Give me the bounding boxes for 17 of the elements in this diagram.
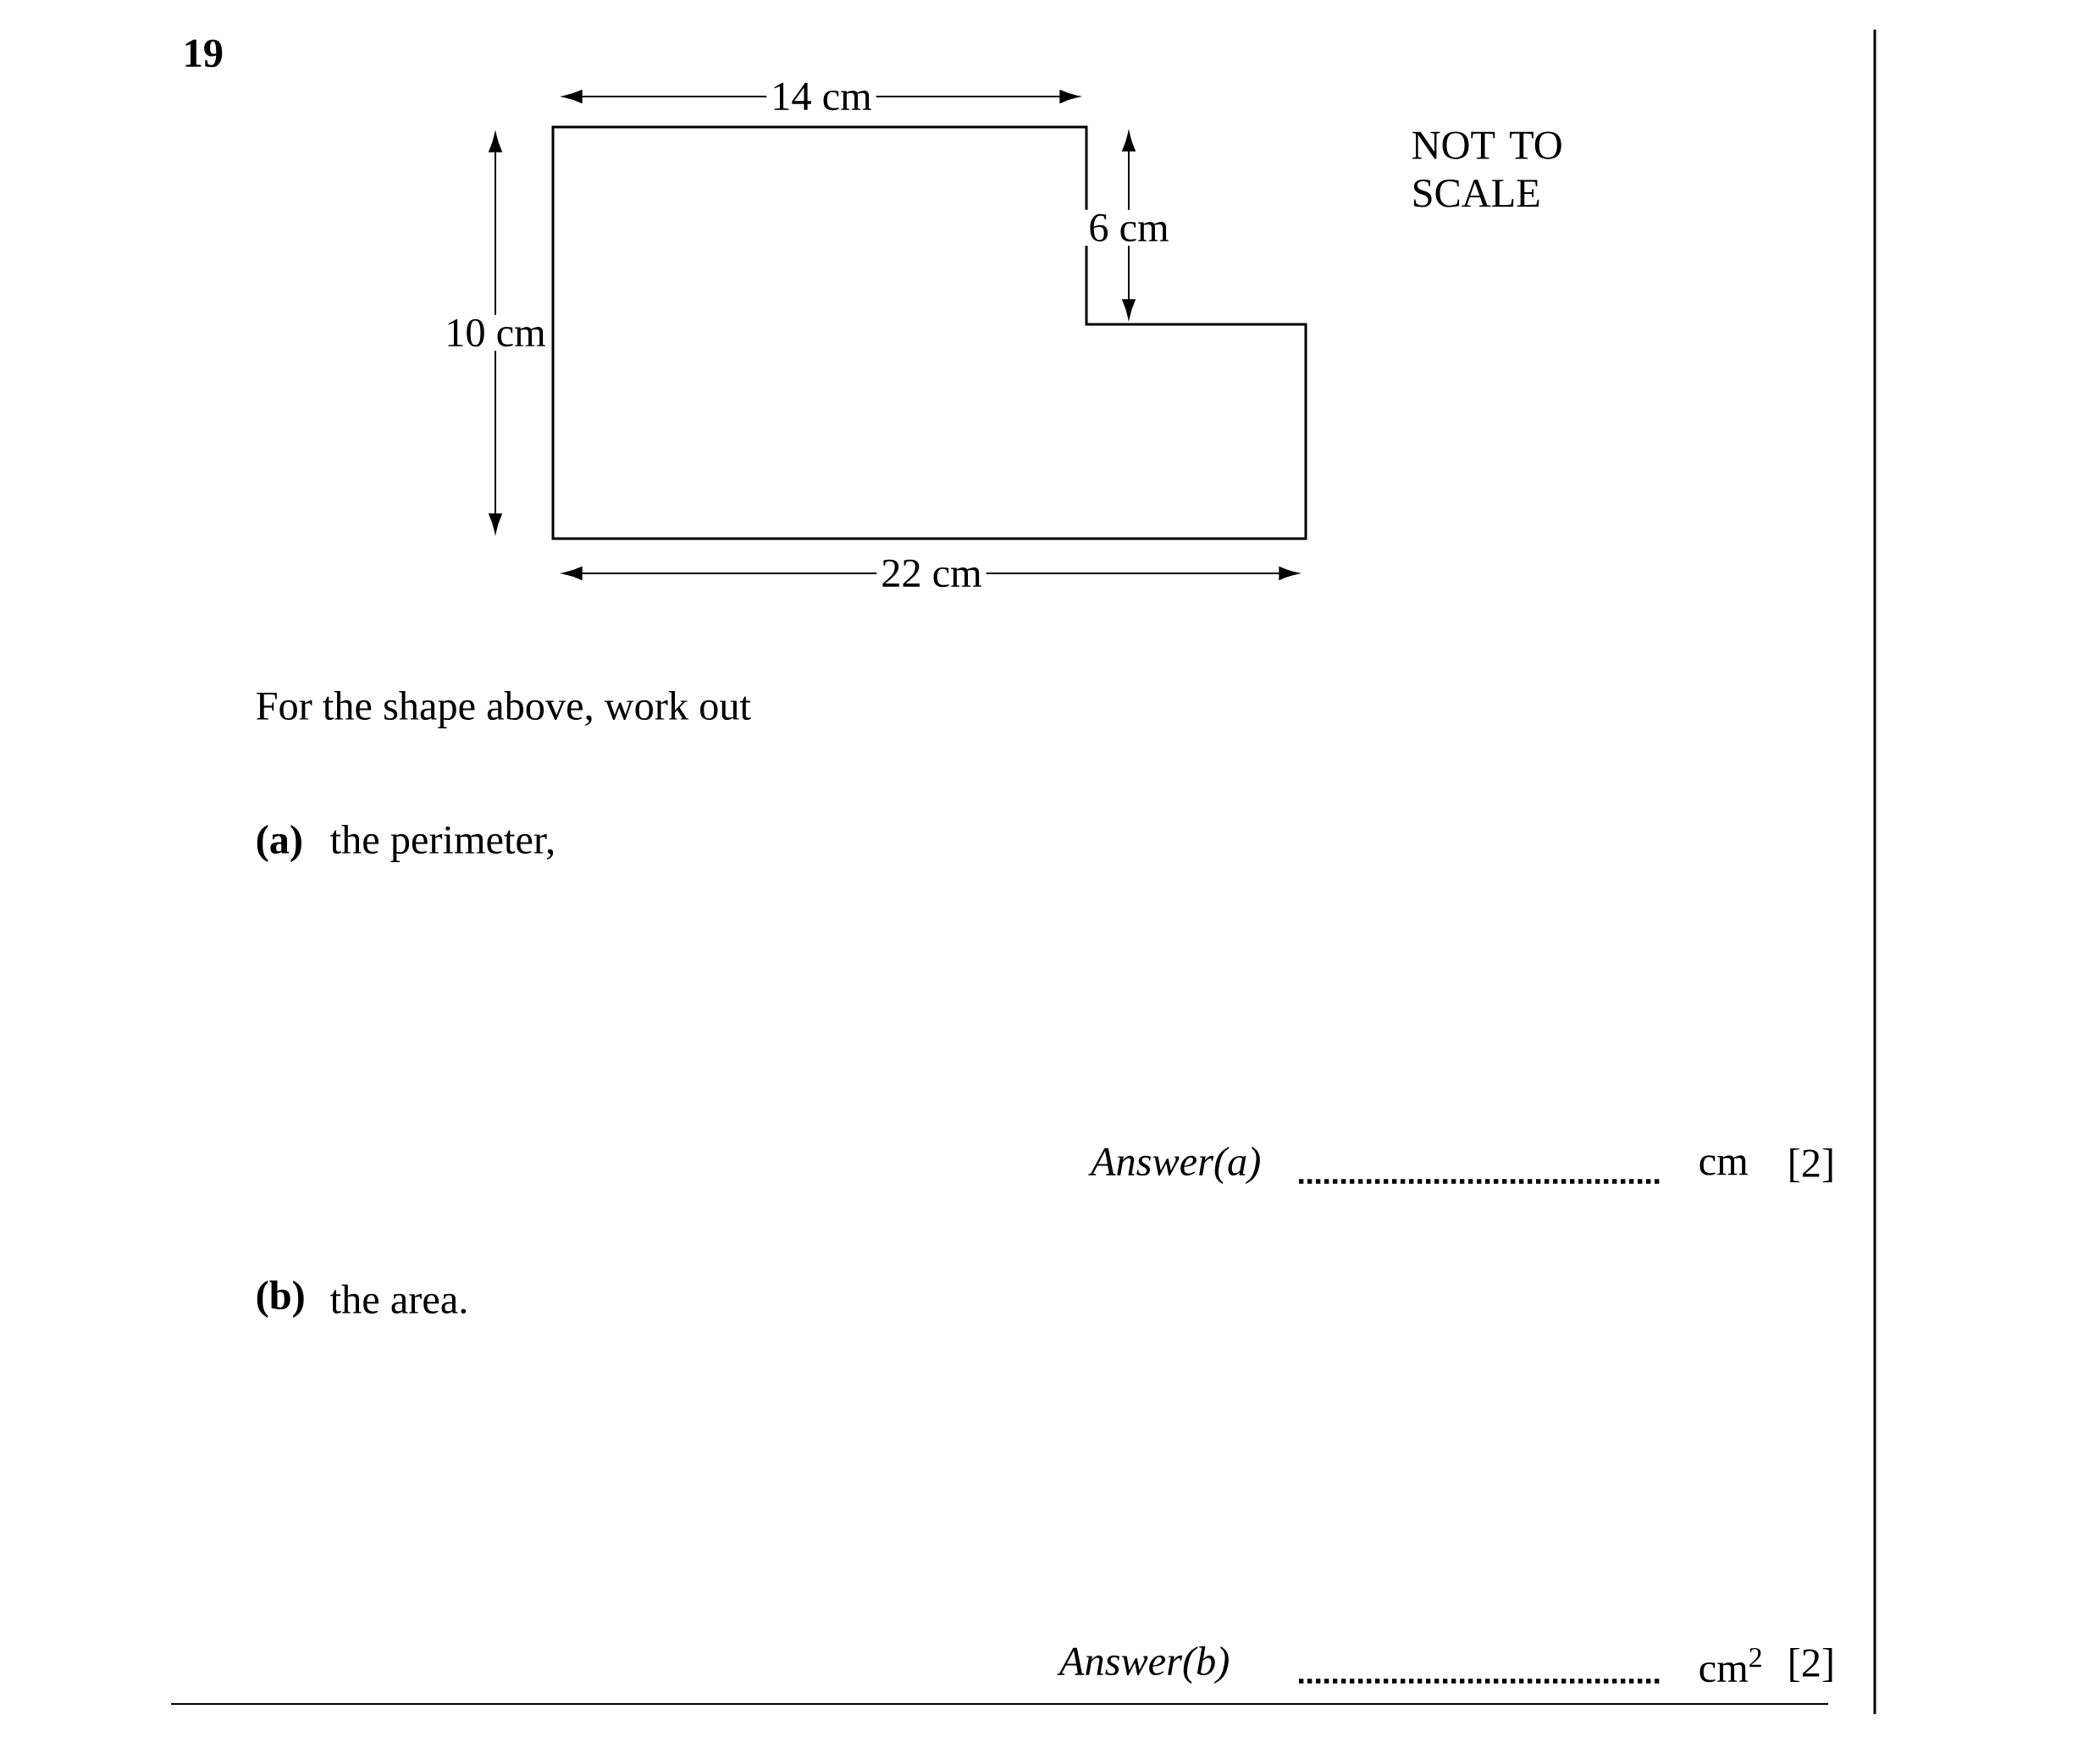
question-text: the area. [330, 1284, 467, 1314]
part-label: (b) [257, 1281, 304, 1318]
marks-label: [2] [1790, 1148, 1832, 1182]
question-text: For the shape above, work out [257, 691, 751, 728]
question-text: the perimeter, [330, 825, 554, 862]
part-label: (a) [257, 825, 301, 862]
unit-label: cm$^{2}$ [1699, 1647, 1761, 1683]
answer-label: Answer(b) [1057, 1646, 1229, 1684]
dimension-label: 14 cm [766, 78, 876, 115]
dimension-label: 6 cm [1084, 209, 1174, 246]
note: NOT TO SCALE [1412, 131, 1561, 207]
dimension-label: 22 cm [876, 555, 986, 592]
marks-label: [2] [1790, 1648, 1832, 1683]
unit-label: cm [1699, 1155, 1748, 1175]
dimension-label: 10 cm [440, 314, 550, 351]
question-number: 19 [185, 39, 223, 68]
answer-label: Answer(a) [1088, 1147, 1260, 1184]
